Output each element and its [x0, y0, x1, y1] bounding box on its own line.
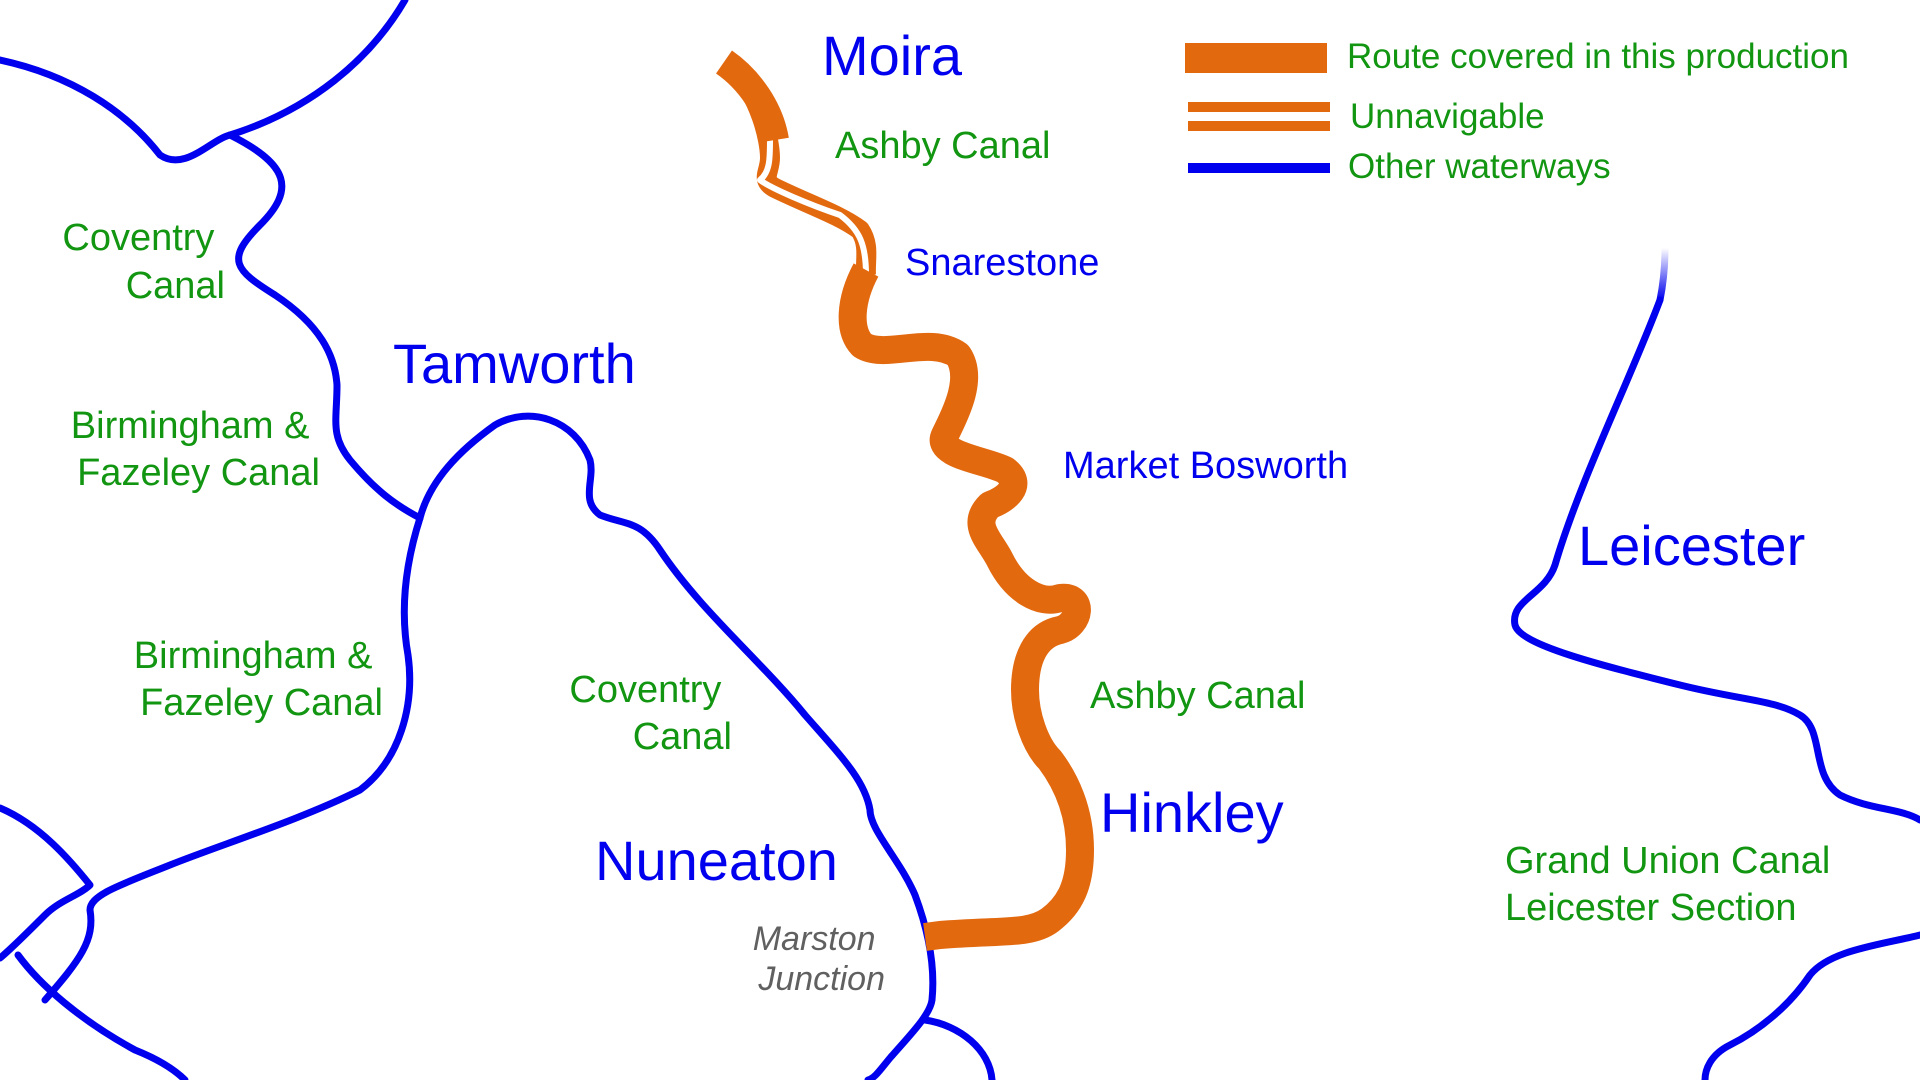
- birmingham-fazeley-canal: [41, 514, 424, 1004]
- canal-birmingham-fazeley-lower: Birmingham & Fazeley Canal: [134, 635, 383, 724]
- canal-labels: Ashby Canal Ashby Canal Coventry Canal C…: [62, 125, 1841, 929]
- waterway-top-left-branch: [226, 0, 409, 139]
- map-legend: Route covered in this production Unnavig…: [1185, 37, 1849, 186]
- legend-swatch-unnavigable-top: [1188, 102, 1330, 112]
- coventry-canal-south: [416, 412, 937, 1080]
- canal-ashby-north: Ashby Canal: [835, 125, 1050, 167]
- canal-ashby-south: Ashby Canal: [1090, 675, 1305, 717]
- route-unnavigable-inner: [757, 139, 869, 276]
- canal-birmingham-fazeley-upper: Birmingham & Fazeley Canal: [71, 405, 320, 494]
- town-nuneaton: Nuneaton: [595, 829, 838, 892]
- coventry-canal-northwest: [226, 131, 424, 522]
- legend-label-route: Route covered in this production: [1347, 37, 1849, 76]
- canal-coventry-center: Coventry Canal: [569, 669, 732, 758]
- canal-grand-union-leicester: Grand Union Canal Leicester Section: [1505, 840, 1841, 929]
- town-market-bosworth: Market Bosworth: [1063, 445, 1348, 487]
- legend-swatch-route: [1185, 43, 1327, 73]
- waterway-south-branch: [921, 1016, 996, 1080]
- grand-union-canal: [1511, 296, 1920, 824]
- junction-marston: Marston Junction: [753, 920, 885, 998]
- legend-label-other: Other waterways: [1348, 147, 1611, 186]
- town-moira: Moira: [822, 24, 963, 87]
- grand-union-canal-south: [1701, 931, 1920, 1080]
- grand-union-canal-faded: [1656, 244, 1669, 304]
- route-navigable: [715, 50, 1094, 951]
- waterway-bottom-left-tail: [14, 951, 189, 1080]
- route-covered: [715, 50, 1094, 951]
- legend-swatch-unnavigable-bottom: [1188, 121, 1330, 131]
- waterway-bottom-left-loop: [0, 804, 94, 962]
- legend-label-unnavigable: Unnavigable: [1350, 97, 1545, 136]
- town-hinkley: Hinkley: [1100, 781, 1284, 844]
- waterway-left-arc: [0, 56, 234, 164]
- canal-coventry-northwest: Coventry Canal: [62, 217, 225, 307]
- town-labels: Moira Snarestone Tamworth Market Boswort…: [393, 24, 1805, 892]
- legend-swatch-other: [1188, 163, 1330, 173]
- town-tamworth: Tamworth: [393, 332, 636, 395]
- town-leicester: Leicester: [1578, 514, 1805, 577]
- town-snarestone: Snarestone: [905, 242, 1099, 284]
